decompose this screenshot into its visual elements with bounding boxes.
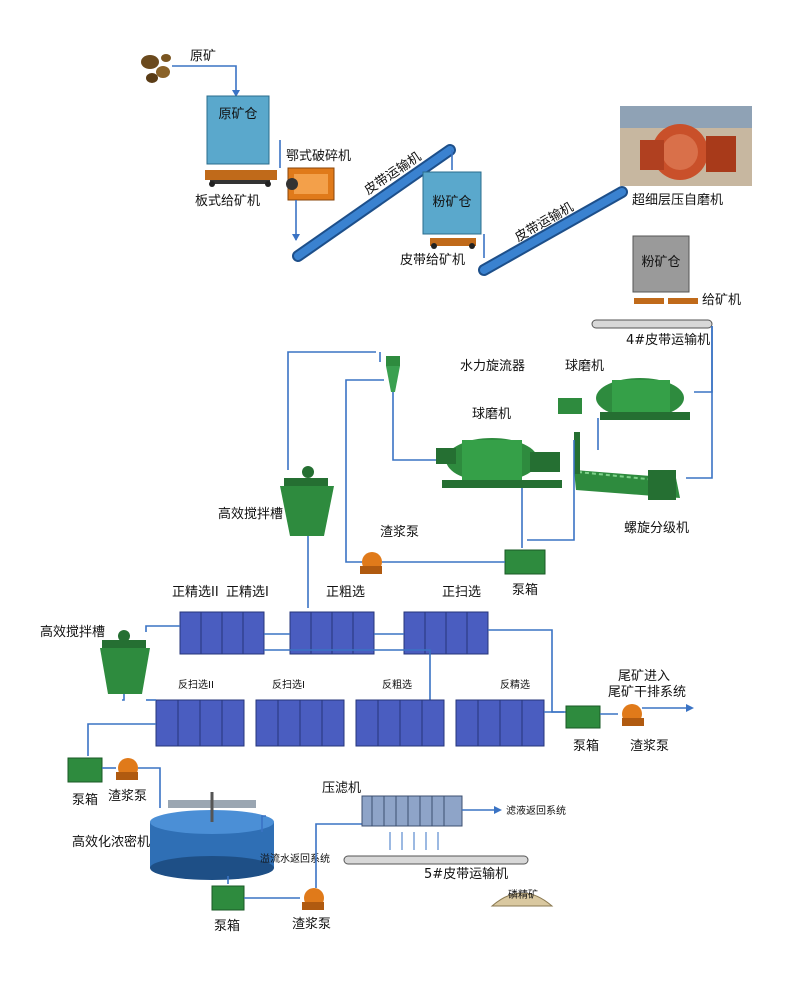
- rev-rougher-label: 反粗选: [382, 678, 412, 691]
- agitation-tank-2-label: 高效搅拌槽: [40, 624, 105, 640]
- filter-press-icon: [361, 795, 463, 850]
- powder-bin-2: [632, 235, 690, 293]
- slurry-pump-1-label: 渣浆泵: [380, 525, 419, 540]
- spiral-classifier-label: 螺旋分级机: [624, 521, 689, 536]
- rev-cleaner-label: 反精选: [500, 678, 530, 691]
- slurry-pump-3-label: 渣浆泵: [108, 789, 147, 804]
- flow-tank2-down: [122, 694, 125, 701]
- flow-pump3-to-thickener: [138, 767, 161, 808]
- raw-ore-icon: [141, 54, 171, 83]
- belt-conveyor-2: [478, 186, 628, 276]
- tailings-line2: 尾矿干排系统: [608, 685, 686, 700]
- agitation-tank-2-icon: [100, 630, 150, 694]
- flotation-rev-scavenger-1: [255, 699, 345, 747]
- filter-press-label: 压滤机: [322, 781, 361, 796]
- cleaner-1-label: 正精选I: [226, 585, 269, 600]
- flow-classifier-to-pumpbox: [527, 440, 575, 541]
- tailings-line1: 尾矿进入: [618, 669, 670, 684]
- raw-ore-bin-label: 原矿仓: [218, 107, 257, 122]
- ball-mill-1-icon: [436, 438, 562, 488]
- thickener-label: 高效化浓密机: [72, 834, 150, 850]
- rougher-label: 正粗选: [326, 585, 365, 600]
- slurry-pump-1-icon: [360, 552, 382, 574]
- ball-mill-1-label: 球磨机: [472, 407, 511, 422]
- cleaner-2-label: 正精选II: [172, 585, 219, 600]
- pump-box-3-label: 泵箱: [72, 792, 98, 808]
- ball-mill-2-label: 球磨机: [565, 359, 604, 374]
- spiral-classifier-icon: [574, 432, 680, 500]
- belt-feeder-label: 皮带给矿机: [400, 253, 465, 268]
- flotation-cleaner-bank: [179, 611, 265, 655]
- pump-box-3: [67, 757, 103, 783]
- raw-ore-bin: [206, 95, 270, 165]
- powder-bin-1: [422, 171, 482, 235]
- pump-box-4-label: 泵箱: [214, 918, 240, 934]
- belt-conveyor-1: [292, 144, 456, 262]
- flotation-rev-scavenger-2: [155, 699, 245, 747]
- belt-conveyor-4-label: 4#皮带运输机: [626, 332, 710, 348]
- agitation-tank-1-label: 高效搅拌槽: [218, 506, 283, 522]
- flow-cyclone-overflow-to-tank: [287, 351, 376, 470]
- feeder-label: 给矿机: [702, 293, 741, 308]
- concentrate-label: 磷精矿: [508, 888, 538, 901]
- slurry-pump-2-label: 渣浆泵: [630, 739, 669, 754]
- slurry-pump-4-icon: [302, 888, 324, 910]
- belt-conveyor-4: [591, 319, 713, 329]
- feeder-icon: [634, 298, 698, 304]
- agitation-tank-1-icon: [280, 466, 334, 536]
- flotation-rev-rougher: [355, 699, 445, 747]
- pump-box-2-label: 泵箱: [573, 738, 599, 754]
- powder-bin-1-label: 粉矿仓: [432, 195, 471, 210]
- flow-raw-to-bin: [172, 65, 237, 96]
- pump-box-1: [504, 549, 546, 575]
- flow-cleaner-to-tank2: [145, 625, 180, 632]
- jaw-crusher-label: 鄂式破碎机: [286, 149, 351, 164]
- ag-mill-photo: [620, 106, 752, 186]
- plate-feeder-icon: [205, 170, 277, 187]
- belt-conveyor-5: [343, 855, 529, 865]
- hydrocyclone-icon: [386, 356, 400, 392]
- pump-box-2: [565, 705, 601, 729]
- filtrate-return-label: 滤液返回系统: [506, 804, 566, 817]
- overflow-return-label: 溢流水返回系统: [260, 852, 330, 865]
- flow-overflow: [261, 815, 266, 832]
- slurry-pump-4-label: 渣浆泵: [292, 917, 331, 932]
- flow-pump-to-cyclone: [345, 379, 384, 563]
- scavenger-label: 正扫选: [442, 585, 481, 600]
- flotation-rev-cleaner: [455, 699, 545, 747]
- concentrate-pile: [490, 892, 554, 907]
- jaw-crusher-icon: [286, 167, 335, 201]
- flotation-scavenger-bank: [403, 611, 489, 655]
- ag-mill-label: 超细层压自磨机: [632, 193, 723, 208]
- flow-cyclone-to-ballmill1: [392, 392, 436, 461]
- thickener-icon: [150, 792, 274, 880]
- belt-conveyor-5-label: 5#皮带运输机: [424, 866, 508, 882]
- slurry-pump-3-icon: [116, 758, 138, 780]
- hydrocyclone-label: 水力旋流器: [460, 359, 525, 374]
- plate-feeder-label: 板式给矿机: [195, 194, 260, 209]
- flow-reverse-to-pumpbox3: [87, 723, 156, 756]
- raw-ore-label: 原矿: [190, 49, 216, 64]
- ball-mill-2-icon: [558, 378, 690, 420]
- rev-scavenger-1-label: 反扫选I: [272, 678, 305, 691]
- belt-feeder-icon: [430, 238, 476, 249]
- flotation-rougher-bank: [289, 611, 375, 655]
- pump-box-1-label: 泵箱: [512, 582, 538, 598]
- pump-box-4: [211, 885, 245, 911]
- flow-pump4-to-filter: [315, 823, 362, 888]
- flow-conveyor4-to-classifier: [686, 326, 713, 479]
- powder-bin-2-label: 粉矿仓: [641, 255, 680, 270]
- slurry-pump-2-icon: [622, 704, 644, 726]
- rev-scavenger-2-label: 反扫选II: [178, 678, 214, 691]
- flow-rougher-to-reverse: [264, 649, 431, 702]
